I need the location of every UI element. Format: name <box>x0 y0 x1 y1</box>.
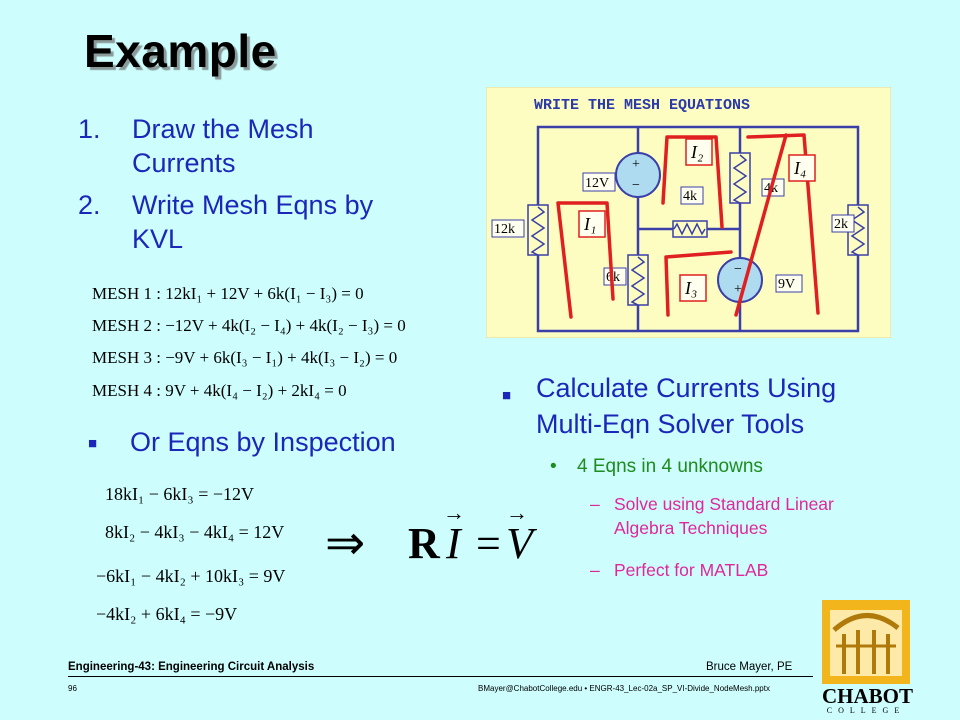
minus-sign: − <box>734 262 742 277</box>
step-item: 1.Draw the Mesh Currents <box>78 114 314 178</box>
step-item: 2.Write Mesh Eqns by KVL <box>78 190 374 254</box>
mesh-equation-3: MESH 3 : −9V + 6k(I₃ − I₁) + 4k(I₃ − I₂)… <box>92 348 398 367</box>
dot-bullet-icon: • <box>550 456 557 477</box>
plus-sign: + <box>632 157 640 172</box>
logo-name: CHABOT <box>822 684 914 708</box>
mesh-current-i3: I₃ <box>684 278 697 298</box>
square-bullet-icon: ■ <box>88 435 98 452</box>
inspection-equation-3: −6kI₁ − 4kI₂ + 10kI₃ = 9V <box>96 566 286 586</box>
label-4k: 4k <box>683 189 697 204</box>
step-list: 1.Draw the Mesh Currents 2.Write Mesh Eq… <box>70 112 400 264</box>
label-2k: 2k <box>834 217 848 232</box>
plus-sign: + <box>734 282 742 297</box>
chabot-logo: CHABOT COLLEGE <box>822 600 914 718</box>
inspection-equation-4: −4kI₂ + 6kI₄ = −9V <box>96 604 238 624</box>
label-12v: 12V <box>585 176 609 191</box>
mesh-current-arrows <box>556 133 820 319</box>
footer-author: Bruce Mayer, PE <box>706 661 793 673</box>
mesh-equation-4: MESH 4 : 9V + 4k(I₄ − I₂) + 2kI₄ = 0 <box>92 381 347 400</box>
chabot-logo-icon <box>822 600 910 684</box>
calculate-bullet: ■ Calculate Currents Using Multi-Eqn Sol… <box>502 373 837 439</box>
minus-sign: − <box>632 178 640 193</box>
mesh-current-i2: I₂ <box>690 142 703 162</box>
inspection-equation-1: 18kI₁ − 6kI₃ = −12V <box>105 484 254 504</box>
logo-sub: COLLEGE <box>826 706 906 715</box>
vector-arrow-icon: → <box>506 500 528 525</box>
slide-number: 96 <box>68 684 77 693</box>
slide-title: Example <box>84 25 277 77</box>
mesh-equation-1: MESH 1 : 12kI₁ + 12V + 6k(I₁ − I₃) = 0 <box>92 284 364 303</box>
implies-arrow: ⇒ <box>325 517 366 570</box>
sub-sub-bullet-2: – Perfect for MATLAB <box>590 560 769 580</box>
square-bullet-icon: ■ <box>502 387 512 404</box>
inspection-equation-2: 8kI₂ − 4kI₃ − 4kI₄ = 12V <box>105 522 285 542</box>
voltage-vector: V <box>506 519 533 568</box>
mesh-equation-2: MESH 2 : −12V + 4k(I₂ − I₄) + 4k(I₂ − I₃… <box>92 316 406 335</box>
mesh-current-i1: I₁ <box>583 214 596 234</box>
label-12k: 12k <box>494 222 515 237</box>
footer-file: BMayer@ChabotCollege.edu • ENGR-43_Lec-0… <box>478 684 770 693</box>
current-vector: I <box>446 519 461 568</box>
mesh-current-i4: I₄ <box>793 158 806 178</box>
mesh-current-labels <box>578 138 816 302</box>
resistance-matrix: R <box>408 519 440 568</box>
label-9v: 9V <box>778 277 795 292</box>
circuit-diagram: WRITE THE MESH EQUATIONS + − − + 12V 12k… <box>486 87 891 338</box>
vector-arrow-icon: → <box>443 500 465 525</box>
sub-sub-bullet-1: – Solve using Standard Linear Algebra Te… <box>590 494 834 538</box>
footer-course: Engineering-43: Engineering Circuit Anal… <box>68 661 315 673</box>
circuit-heading: WRITE THE MESH EQUATIONS <box>534 97 750 114</box>
matrix-equation: R I → = V → <box>408 500 533 568</box>
footer-divider <box>68 676 813 677</box>
